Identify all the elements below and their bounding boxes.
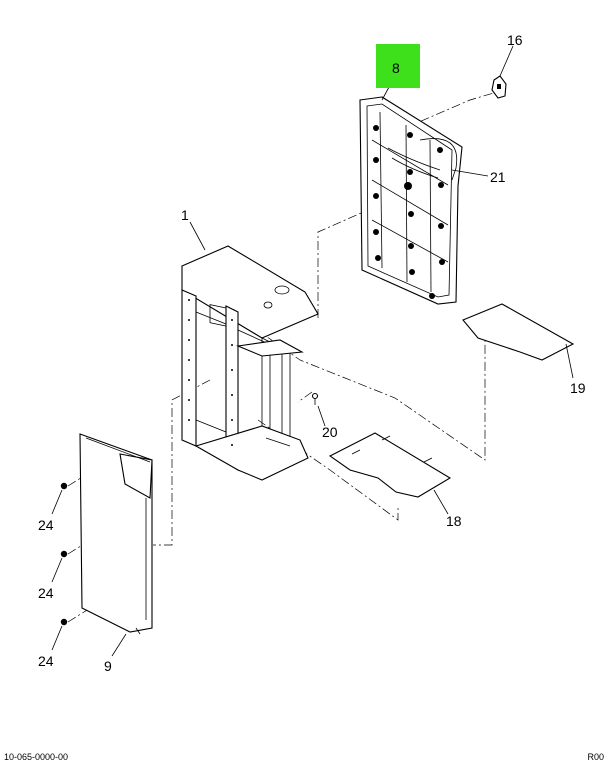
leader-lines <box>51 45 574 657</box>
footer-figure-number: 10-065-0000-00 <box>4 752 69 762</box>
part-1-main-frame[interactable] <box>181 245 319 481</box>
callout-8-highlight[interactable] <box>376 44 420 88</box>
callout-21[interactable]: 21 <box>490 169 506 185</box>
callout-8[interactable]: 8 <box>392 60 400 76</box>
part-16-clip[interactable] <box>491 75 507 99</box>
callout-9[interactable]: 9 <box>104 658 112 674</box>
callout-24-top[interactable]: 24 <box>38 517 54 533</box>
footer-revision: R00 <box>587 752 604 762</box>
part-21-cable[interactable] <box>419 138 458 181</box>
part-9-side-cover[interactable] <box>79 433 153 635</box>
callout-19[interactable]: 19 <box>570 380 586 396</box>
part-20-screw[interactable] <box>311 392 319 406</box>
callout-1[interactable]: 1 <box>181 207 189 223</box>
callout-24-bottom[interactable]: 24 <box>38 653 54 669</box>
callout-16[interactable]: 16 <box>507 32 523 48</box>
part-19-floor-panel[interactable] <box>462 303 575 361</box>
part-8-back-panel[interactable] <box>359 96 463 305</box>
part-24-fasteners[interactable] <box>60 482 68 626</box>
part-18-floor-panel[interactable] <box>328 432 452 498</box>
callout-18[interactable]: 18 <box>446 513 462 529</box>
callout-labels: 1 8 16 21 19 20 18 24 24 24 9 <box>38 32 586 674</box>
callout-24-middle[interactable]: 24 <box>38 585 54 601</box>
callout-20[interactable]: 20 <box>322 424 338 440</box>
